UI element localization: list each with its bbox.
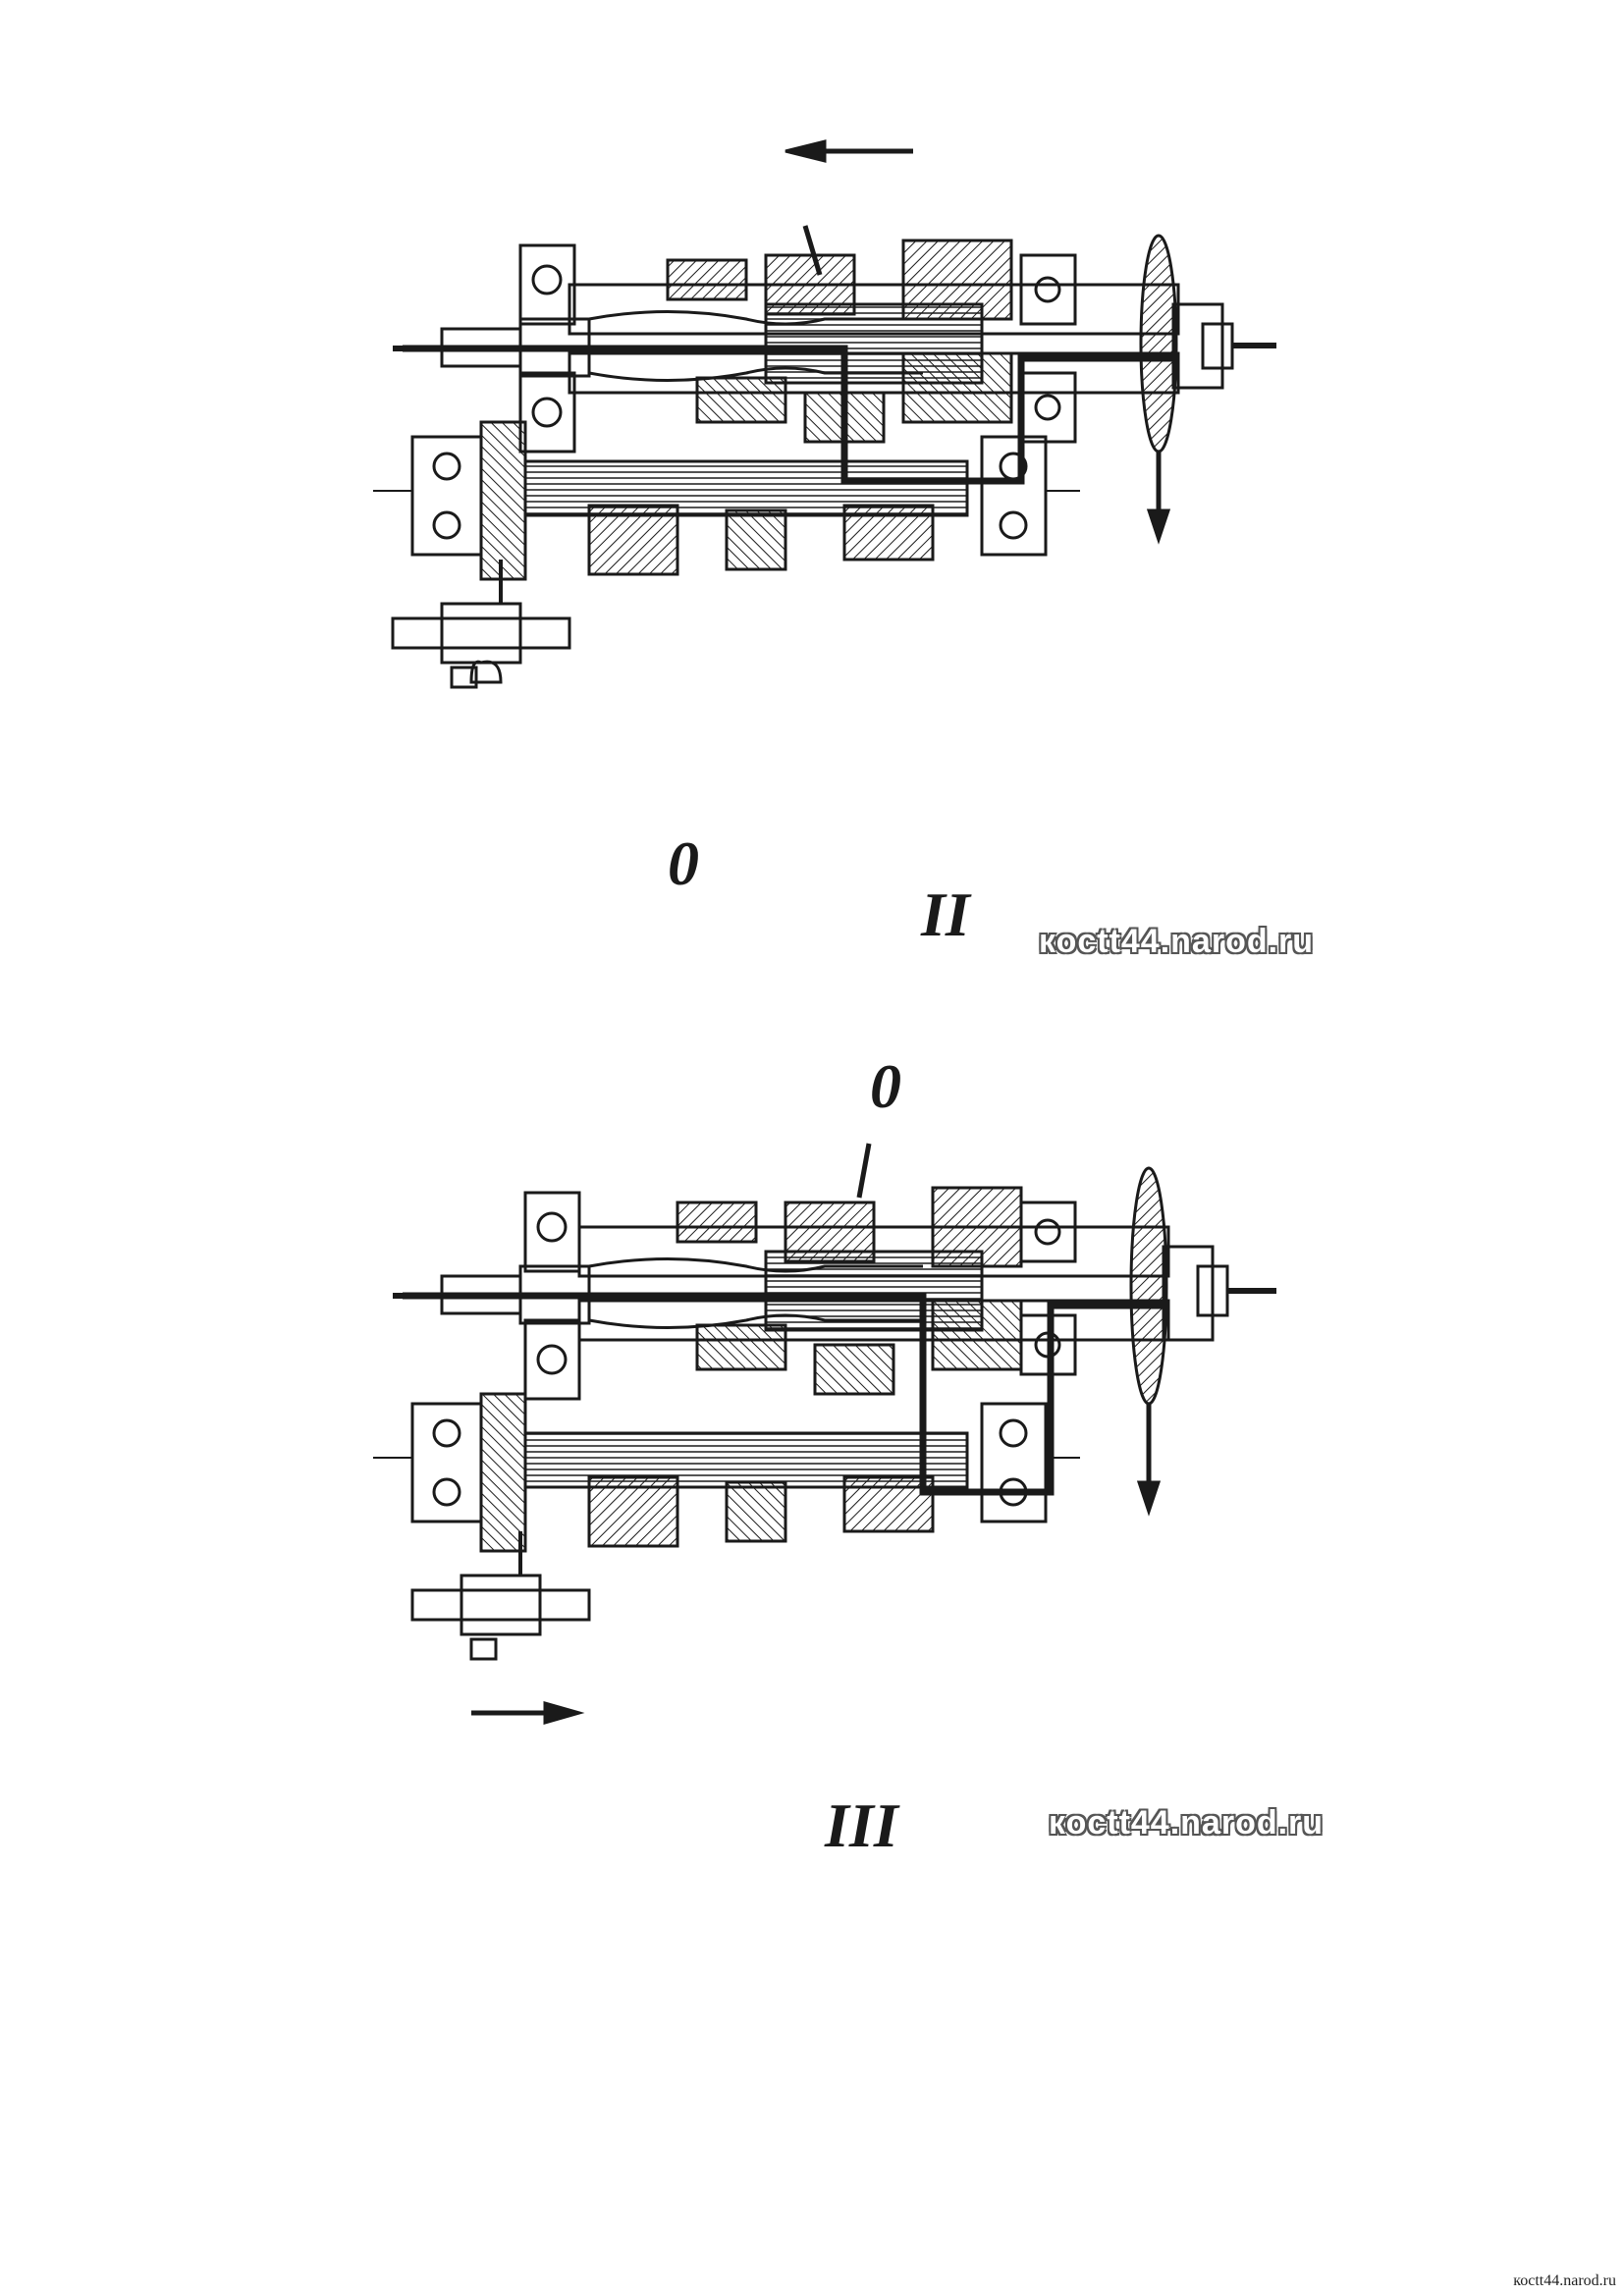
watermark-fig2: коctt44.narod.ru	[1039, 923, 1315, 960]
shift-fork-rod	[391, 560, 571, 689]
main-shaft	[568, 283, 1180, 395]
neutral-label-fig3: 0	[870, 1051, 901, 1121]
gear-label-fig2: II	[921, 880, 970, 949]
shift-direction-arrow	[785, 139, 913, 163]
countershaft	[373, 420, 1080, 581]
upper-gears	[666, 225, 1013, 444]
gearbox-diagram-gear-2	[373, 139, 1276, 689]
countershaft	[373, 1392, 1080, 1553]
footer-watermark: коctt44.narod.ru	[1513, 2272, 1616, 2289]
gearbox-diagram-gear-3	[373, 1143, 1276, 1725]
neutral-label-fig2: 0	[668, 828, 699, 898]
output-flange	[1139, 234, 1276, 545]
gear-label-fig3: III	[825, 1790, 898, 1860]
shift-direction-arrow	[471, 1701, 585, 1725]
shift-fork-rod	[410, 1531, 591, 1661]
watermark-fig3: коctt44.narod.ru	[1049, 1804, 1325, 1842]
upper-gears	[676, 1143, 1023, 1396]
power-flow-line	[403, 1292, 1168, 1496]
output-flange	[1129, 1166, 1276, 1517]
